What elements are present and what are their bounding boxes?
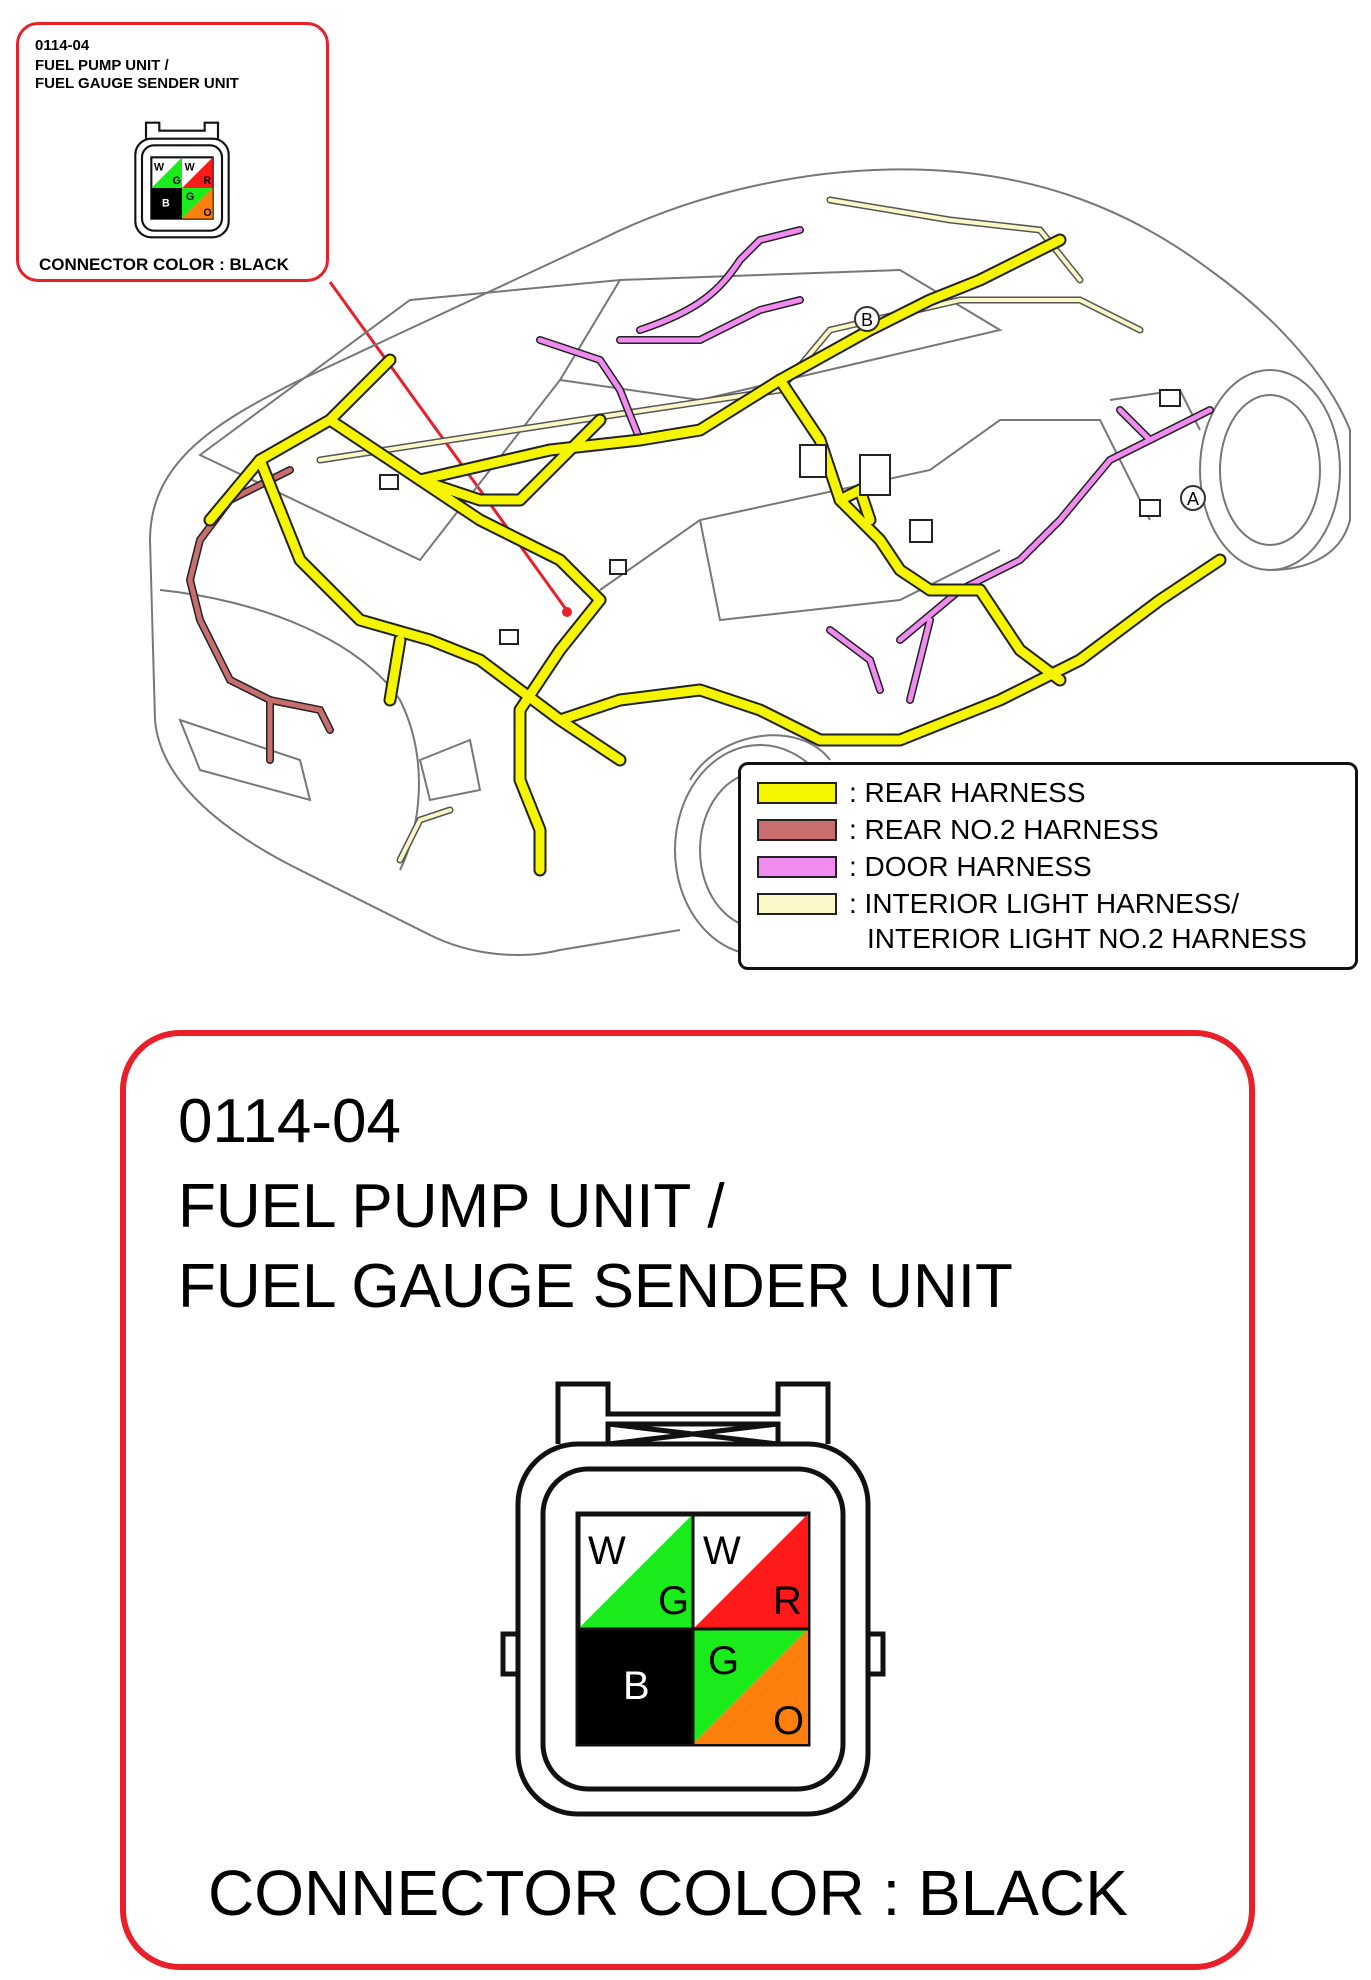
terminal-3-fill	[578, 1629, 693, 1744]
callout-leader-line	[328, 281, 570, 613]
car-harness-diagram: A B	[149, 168, 1351, 956]
svg-text:G: G	[186, 191, 194, 203]
connector-code-large: 0114-04	[178, 1087, 401, 1156]
legend-item-interior-light-harness: : INTERIOR LIGHT HARNESS/	[757, 888, 1239, 919]
terminal-2-bottom-label: R	[773, 1579, 802, 1623]
terminal-4-fill-bottom	[693, 1629, 808, 1744]
connector-color-label-small: CONNECTOR COLOR : BLACK	[39, 255, 289, 274]
connector-title-line2-large: FUEL GAUGE SENDER UNIT	[178, 1252, 1013, 1321]
connector-title-line1: FUEL PUMP UNIT /	[35, 57, 169, 74]
legend-label: : INTERIOR LIGHT HARNESS/	[849, 888, 1239, 919]
terminal-2-fill	[693, 1514, 808, 1629]
terminal-3-label: B	[623, 1664, 650, 1708]
svg-text:A: A	[1187, 489, 1199, 509]
legend-item-door-harness: : DOOR HARNESS	[757, 851, 1092, 882]
svg-text:W: W	[154, 162, 165, 174]
terminal-4-top-label: G	[708, 1639, 739, 1683]
legend-swatch	[757, 782, 837, 804]
connector-title-line2: FUEL GAUGE SENDER UNIT	[35, 75, 239, 92]
connector-location-marker	[562, 607, 572, 617]
legend-swatch	[757, 819, 837, 841]
legend-swatch	[757, 856, 837, 878]
harness-legend: : REAR HARNESS : REAR NO.2 HARNESS : DOO…	[738, 762, 1358, 970]
legend-swatch	[757, 893, 837, 915]
svg-text:B: B	[861, 310, 873, 330]
terminal-1-fill	[578, 1514, 693, 1629]
svg-text:G: G	[173, 175, 181, 187]
connector-code: 0114-04	[35, 37, 90, 54]
terminal-1-top-label: W	[588, 1529, 626, 1573]
harness-connectors	[379, 389, 1181, 645]
legend-item-rear-no2-harness: : REAR NO.2 HARNESS	[757, 814, 1159, 845]
legend-label: : REAR HARNESS	[849, 777, 1086, 808]
legend-label: : REAR NO.2 HARNESS	[849, 814, 1159, 845]
connector-face-icon-large: W G W R B G O	[500, 1381, 886, 1817]
marker-a-icon: A	[1180, 485, 1206, 511]
connector-title-line1-large: FUEL PUMP UNIT /	[178, 1172, 725, 1241]
svg-text:W: W	[185, 162, 196, 174]
svg-text:O: O	[203, 207, 211, 219]
terminal-4-bottom-label: O	[773, 1699, 804, 1743]
legend-item-rear-harness: : REAR HARNESS	[757, 777, 1086, 808]
connector-face-icon-small: WG WR BG O	[134, 121, 230, 239]
terminal-2-top-label: W	[703, 1529, 741, 1573]
terminal-1-bottom-label: G	[658, 1579, 689, 1623]
legend-label: : DOOR HARNESS	[849, 851, 1092, 882]
marker-b-icon: B	[854, 306, 880, 332]
svg-text:R: R	[203, 175, 211, 187]
connector-color-label-large: CONNECTOR COLOR : BLACK	[208, 1857, 1128, 1929]
svg-text:B: B	[162, 198, 170, 210]
connector-callout-large: 0114-04 FUEL PUMP UNIT / FUEL GAUGE SEND…	[120, 1030, 1255, 1970]
connector-callout-small: 0114-04 FUEL PUMP UNIT / FUEL GAUGE SEND…	[16, 22, 329, 282]
legend-label-continuation: INTERIOR LIGHT NO.2 HARNESS	[867, 923, 1307, 954]
